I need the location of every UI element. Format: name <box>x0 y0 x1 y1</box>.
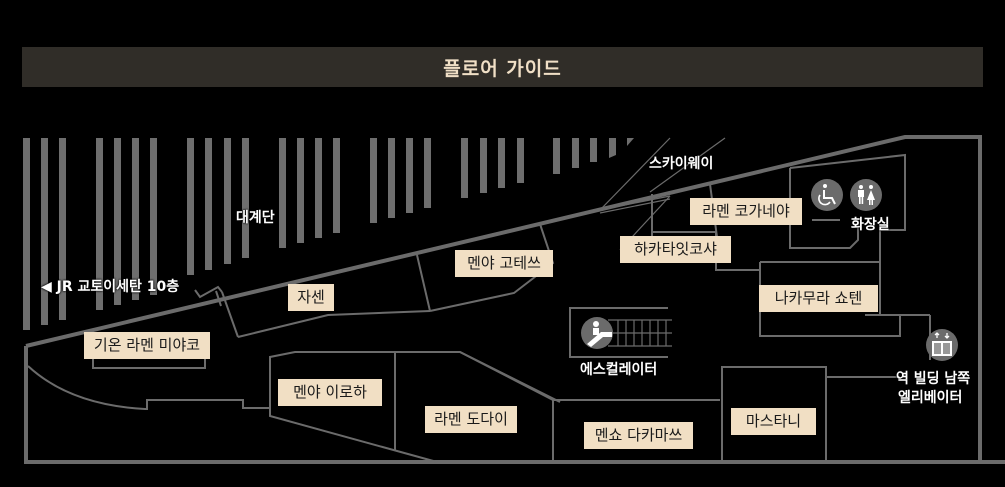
shop-gion-ramen-miyako[interactable]: 기온 라멘 미야코 <box>84 332 210 359</box>
elevator-label-line2: 엘리베이터 <box>898 390 963 406</box>
page-title: 플로어 가이드 <box>443 57 562 80</box>
shop-jasen[interactable]: 자센 <box>288 284 334 311</box>
escalator-icon <box>581 317 613 349</box>
restroom-label: 화장실 <box>851 217 890 233</box>
shop-nakamura-shoten[interactable]: 나카무라 쇼텐 <box>759 285 878 312</box>
wheelchair-icon <box>811 179 843 211</box>
grand-staircase-label: 대계단 <box>236 210 275 226</box>
shop-menya-iroha[interactable]: 멘야 이로하 <box>278 379 382 406</box>
floor-guide-header: 플로어 가이드 <box>22 47 983 87</box>
shop-mensho-takamatsu[interactable]: 멘쇼 다카마쓰 <box>584 422 693 449</box>
escalator-label: 에스컬레이터 <box>580 362 658 378</box>
restroom-icon <box>850 179 882 211</box>
shop-menya-gotetsu[interactable]: 멘야 고테쓰 <box>455 250 553 277</box>
jr-isetan-link[interactable]: ◀ JR 교토이세탄 10층 <box>41 279 180 295</box>
shop-ramen-koganeya[interactable]: 라멘 코가네야 <box>690 198 802 225</box>
elevator-icon <box>926 329 958 361</box>
grand-staircase-stripes <box>23 138 634 330</box>
elevator-label-line1: 역 빌딩 남쪽 <box>896 371 971 387</box>
shop-hakata-ikkousha[interactable]: 하카타잇코샤 <box>620 236 731 263</box>
skyway-label: 스카이웨이 <box>649 156 714 172</box>
shop-masutani[interactable]: 마스타니 <box>731 408 816 435</box>
shop-ramen-dodai[interactable]: 라멘 도다이 <box>425 406 517 433</box>
